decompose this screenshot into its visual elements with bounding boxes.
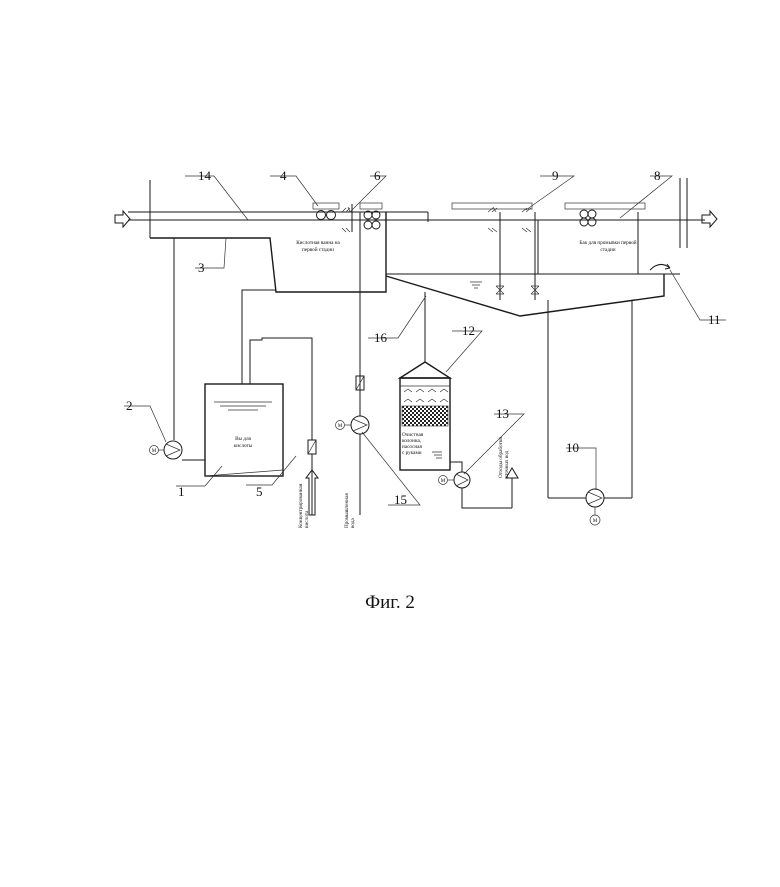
ref-number-15: 15 [394,492,407,507]
ref-number-5: 5 [256,484,263,499]
svg-text:M: M [152,448,157,454]
packing-bed [402,406,448,426]
rinse-spray-nozzles [488,207,539,300]
water-level-icon [470,282,482,288]
spray-nozzles [342,204,352,232]
ref-number-13: 13 [496,406,509,421]
ref-number-3: 3 [198,260,205,275]
ref-number-2: 2 [126,398,133,413]
scrubber-column: Очистная колонна, насосная с руками [400,292,450,470]
squeeze-roller-icon [580,210,588,218]
svg-text:M: M [338,423,343,429]
ref-number-10: 10 [566,440,579,455]
acid-pump: M [150,441,183,459]
process-water-label-2: вода [350,518,356,528]
squeeze-roller-icon [588,210,596,218]
acid-bath-label-1: Кислотная ванна на [296,240,340,246]
bath-top-plate-2 [360,203,382,209]
rinse-tank-label-1: Бак для промывки первой [579,239,636,246]
process-water-line: M [336,292,370,515]
acid-bath-label-2: первой стадии [302,246,334,253]
ref-number-14: 14 [198,168,212,183]
ref-number-8: 8 [654,168,661,183]
overflow-arrow-icon [650,264,670,270]
water-tank-label-2: кислоты [234,443,253,449]
ref-number-4: 4 [280,168,287,183]
strip-outlet-arrow [702,211,717,227]
ref-number-1: 1 [178,484,185,499]
squeeze-roller-icon [588,218,596,226]
strip-inlet-arrow [115,211,130,227]
ref-number-12: 12 [462,323,475,338]
svg-text:M: M [593,518,598,524]
squeeze-roller-icon [580,218,588,226]
ref-number-9: 9 [552,168,559,183]
rinse-top-plate [452,203,532,209]
squeeze-roller-icon [372,221,380,229]
ref-number-11: 11 [708,312,721,327]
figure-caption: Фиг. 2 [365,592,415,613]
rinse-tank-label-2: стадии [600,247,615,253]
scrubber-label-4: с руками [402,450,422,456]
ref-number-16: 16 [374,330,388,345]
squeeze-roller-icon [364,221,372,229]
acid-circulation-pipes [174,238,318,515]
ref-number-6: 6 [374,168,381,183]
rinse-circulation: M [548,300,632,525]
bath-top-plate [313,203,339,209]
water-tank-label-1: Вы для [235,436,251,442]
acid-bath: Кислотная ванна на первой стадии [150,203,386,292]
waste-water-label-1: Отходы обработки [497,437,504,478]
rinse-top-plate-2 [565,203,645,209]
acid-storage-tank: Вы для кислоты [205,384,283,476]
waste-water-label-2: сточных вод [504,450,510,478]
svg-text:M: M [441,478,446,484]
fresh-acid-label-2: кислота [304,510,310,528]
